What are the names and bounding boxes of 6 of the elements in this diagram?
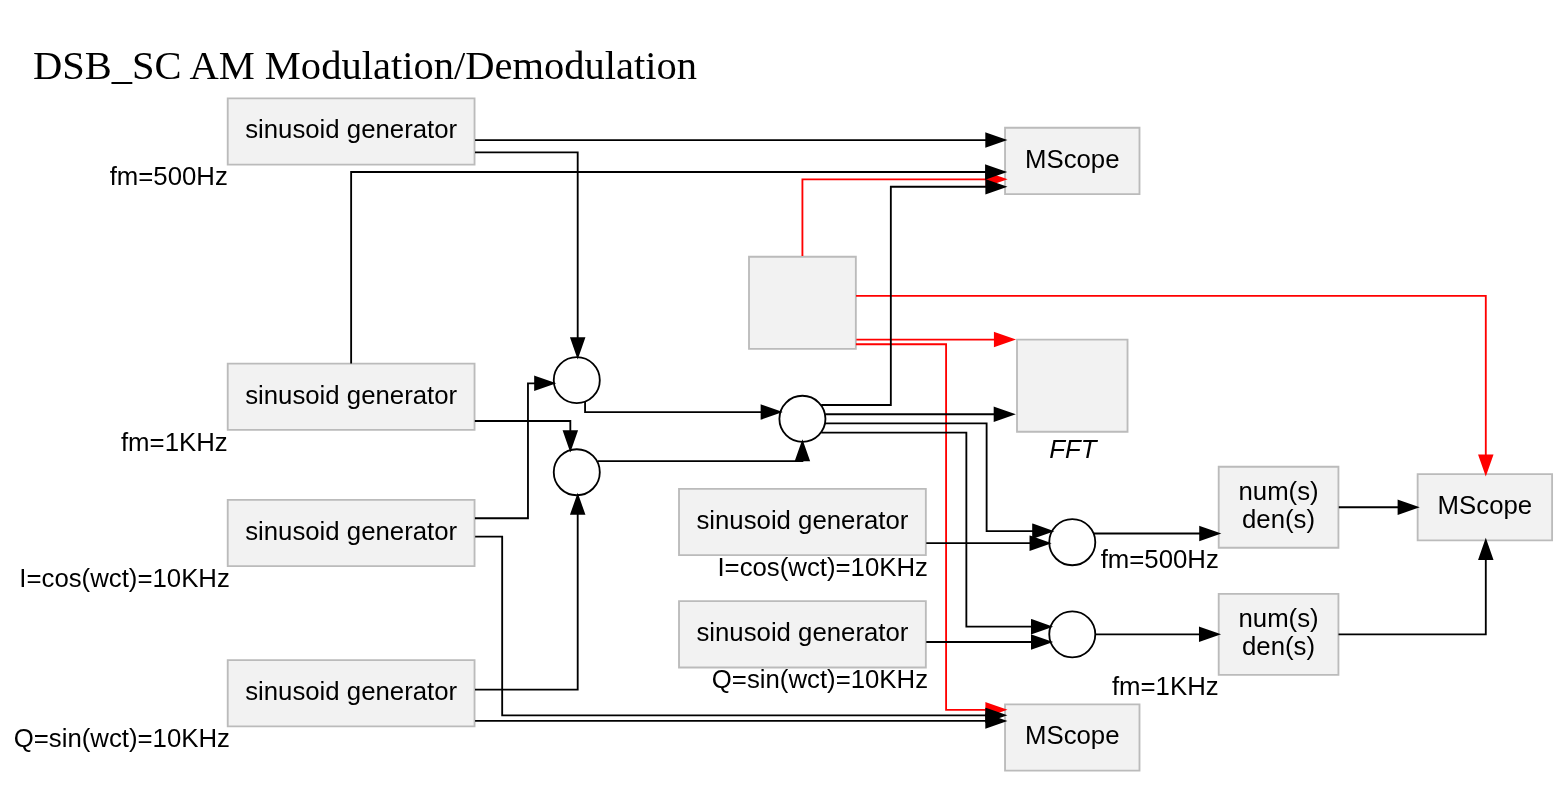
node-label: fm=1KHz <box>120 427 228 455</box>
node-label: fm=500Hz <box>1100 544 1219 573</box>
node-label: fm=500Hz <box>109 161 228 190</box>
node-label: fm=1KHz <box>1111 671 1219 700</box>
diagram-title: DSB_SC AM Modulation/Demodulation <box>32 42 697 88</box>
node-label: FFT <box>1049 434 1097 463</box>
